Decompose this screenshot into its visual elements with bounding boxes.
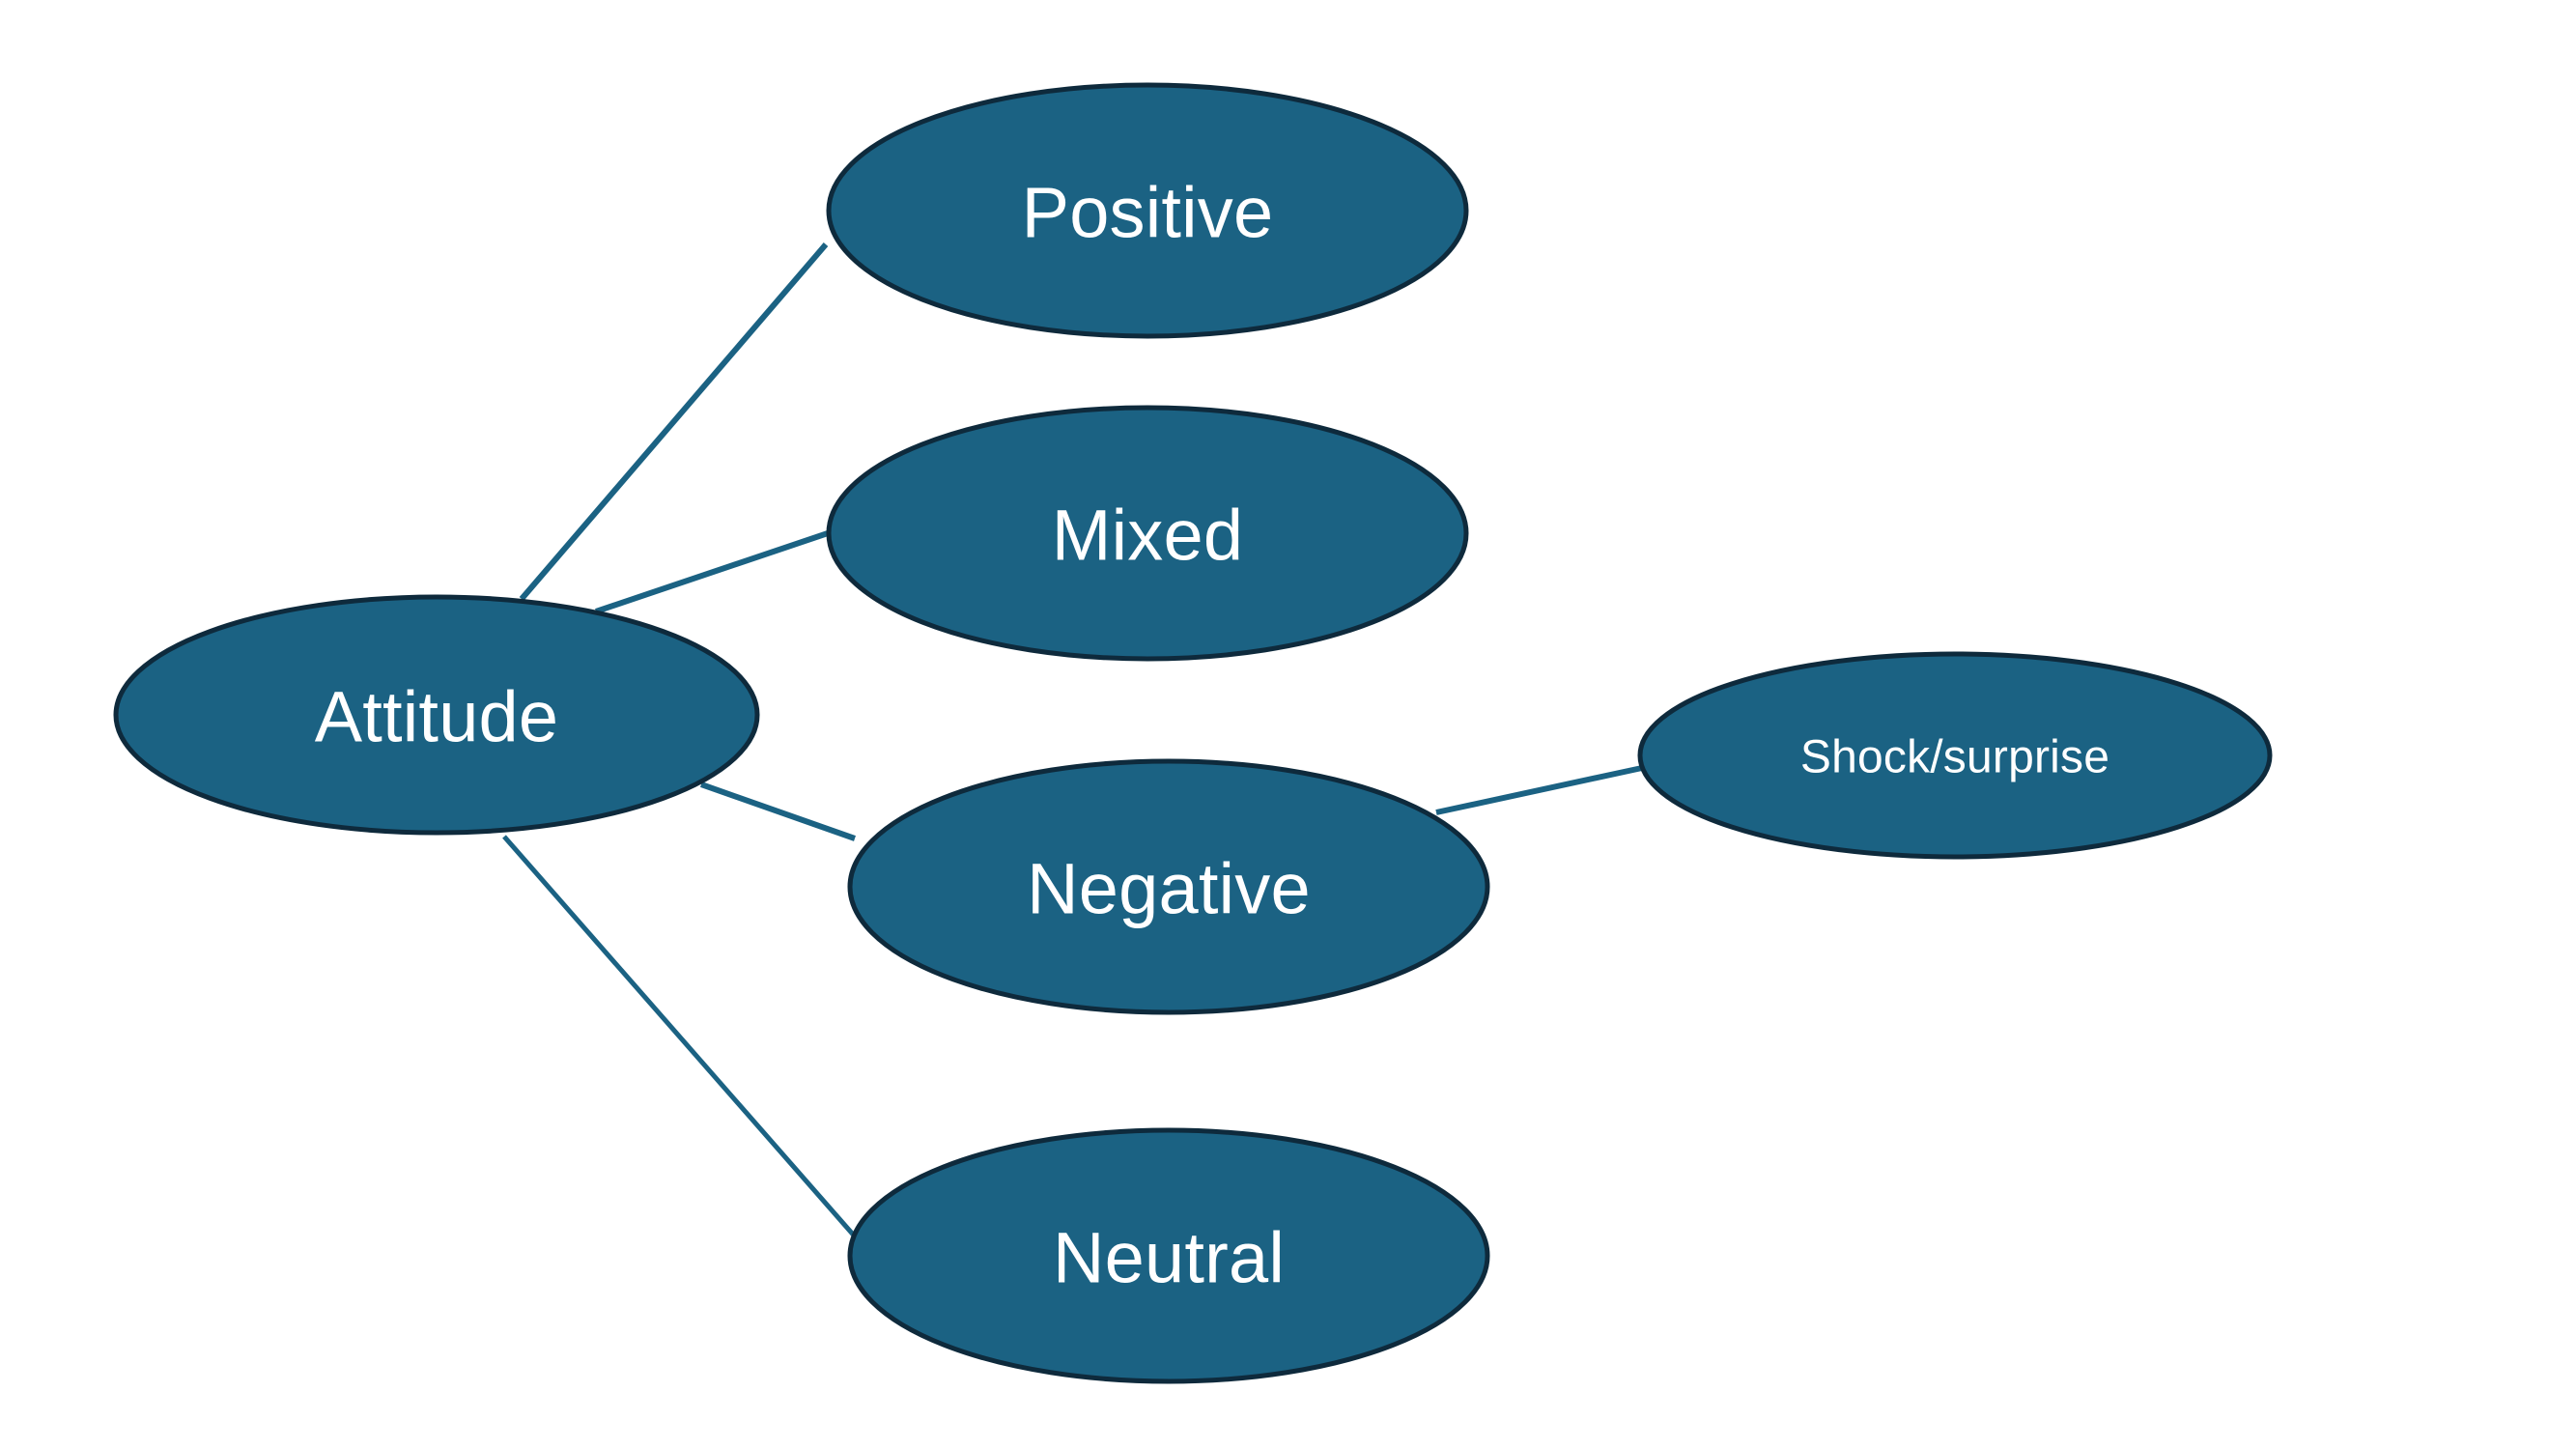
node-shape-attitude[interactable] — [113, 594, 760, 836]
connector-attitude-to-positive — [519, 242, 829, 601]
node-mixed[interactable]: Mixed — [826, 405, 1469, 662]
node-label-mixed: Mixed — [1052, 496, 1243, 576]
node-shape-positive[interactable] — [826, 82, 1469, 339]
connector-attitude-to-negative — [700, 781, 856, 841]
connector-layer — [502, 242, 1643, 1246]
node-negative[interactable]: Negative — [847, 758, 1490, 1015]
node-shape-shock-surprise[interactable] — [1637, 651, 2273, 860]
node-label-attitude: Attitude — [315, 677, 559, 757]
connector-negative-to-shock-surprise — [1435, 765, 1643, 815]
node-label-positive: Positive — [1022, 173, 1274, 253]
connector-attitude-to-mixed — [595, 530, 829, 614]
node-shape-negative[interactable] — [847, 758, 1490, 1015]
node-shape-mixed[interactable] — [826, 405, 1469, 662]
node-label-shock-surprise: Shock/surprise — [1800, 732, 2109, 783]
node-shape-neutral[interactable] — [847, 1127, 1490, 1384]
node-shock-surprise[interactable]: Shock/surprise — [1637, 651, 2273, 860]
node-positive[interactable]: Positive — [826, 82, 1469, 339]
node-attitude[interactable]: Attitude — [113, 594, 760, 836]
node-label-negative: Negative — [1027, 849, 1311, 929]
node-neutral[interactable]: Neutral — [847, 1127, 1490, 1384]
connector-attitude-to-neutral — [502, 835, 863, 1246]
node-label-neutral: Neutral — [1053, 1218, 1285, 1298]
